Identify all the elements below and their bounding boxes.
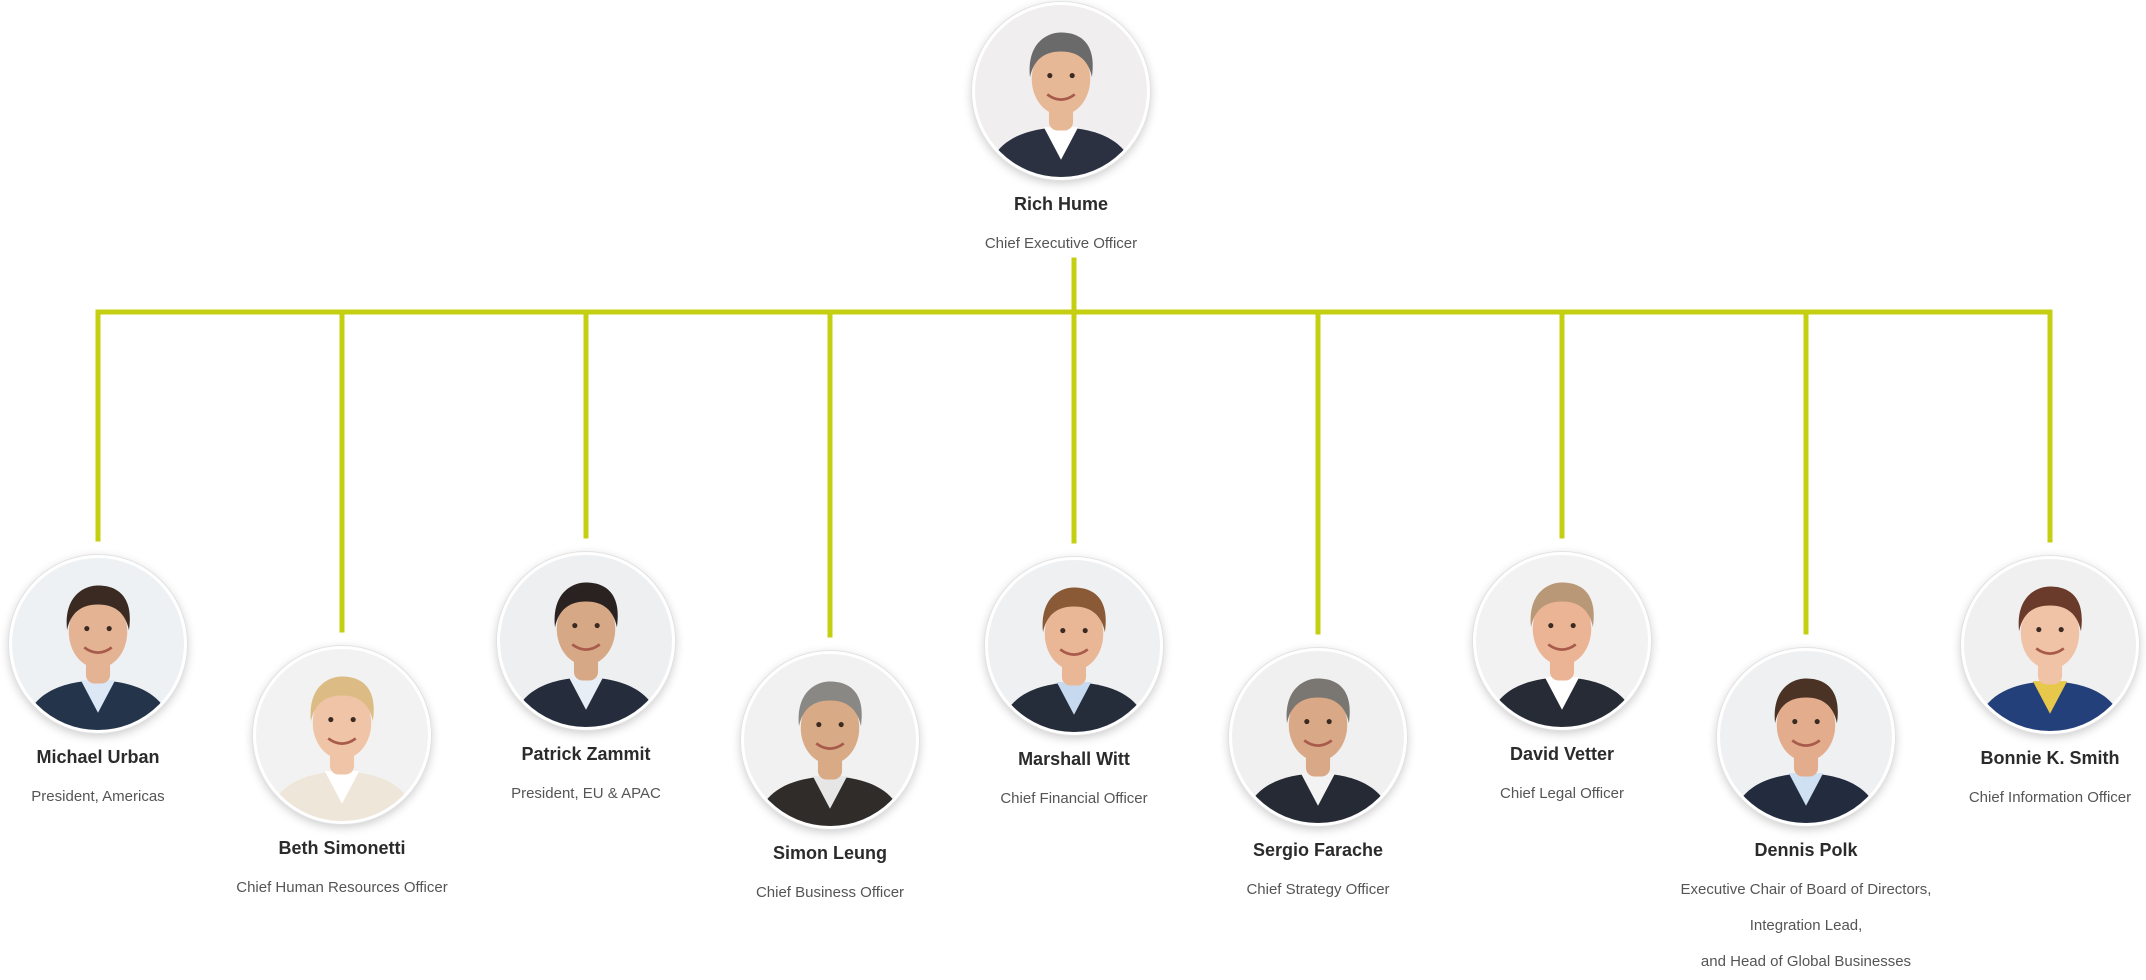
title-line: Executive Chair of Board of Directors, xyxy=(1680,881,1932,898)
title-line: Chief Legal Officer xyxy=(1500,785,1624,802)
person-title: Chief Information Officer xyxy=(1900,780,2146,816)
person-title: President, EU & APAC xyxy=(436,776,736,812)
ceo-photo-icon xyxy=(972,2,1150,180)
title-line: Chief Business Officer xyxy=(755,884,905,901)
title-line: Chief Strategy Officer xyxy=(1246,881,1390,898)
person-name: Marshall Witt xyxy=(1018,749,1130,769)
person-title: Chief Business Officer xyxy=(680,875,980,911)
person-title: Chief Legal Officer xyxy=(1412,776,1712,812)
ceo-card: Rich Hume Chief Executive Officer xyxy=(911,2,1211,262)
title-line: and Head of Global Businesses xyxy=(1700,953,1912,970)
person-title: President, Americas xyxy=(0,779,248,815)
person-name: Dennis Polk xyxy=(1754,840,1858,860)
title-line: Integration Lead, xyxy=(1749,917,1863,934)
person-name: Bonnie K. Smith xyxy=(1980,748,2120,768)
person-name: Simon Leung xyxy=(773,843,887,863)
person-name: David Vetter xyxy=(1509,744,1615,764)
title-line: President, Americas xyxy=(31,788,165,805)
title-line: Chief Financial Officer xyxy=(1000,790,1148,807)
person-title: Chief Human Resources Officer xyxy=(192,870,492,906)
title-line: Chief Human Resources Officer xyxy=(236,879,448,896)
person-title: Executive Chair of Board of Directors, In… xyxy=(1656,872,1956,980)
person-photo-icon xyxy=(497,552,675,730)
person-photo-icon xyxy=(9,555,187,733)
person-photo-icon xyxy=(741,651,919,829)
ceo-name: Rich Hume xyxy=(1013,194,1109,214)
person-photo-icon xyxy=(1717,648,1895,826)
ceo-title: Chief Executive Officer xyxy=(984,235,1138,252)
person-name: Patrick Zammit xyxy=(521,744,651,764)
person-name: Beth Simonetti xyxy=(278,838,406,858)
person-photo-icon xyxy=(985,557,1163,735)
title-line: Chief Information Officer xyxy=(1968,789,2132,806)
person-photo-icon xyxy=(1961,556,2139,734)
title-line: President, EU & APAC xyxy=(511,785,661,802)
person-photo-icon xyxy=(1473,552,1651,730)
person-name: Sergio Farache xyxy=(1252,840,1384,860)
person-name: Michael Urban xyxy=(36,747,160,767)
person-photo-icon xyxy=(1229,648,1407,826)
person-title: Chief Strategy Officer xyxy=(1168,872,1468,908)
person-photo-icon xyxy=(253,646,431,824)
person-title: Chief Financial Officer xyxy=(924,781,1224,817)
